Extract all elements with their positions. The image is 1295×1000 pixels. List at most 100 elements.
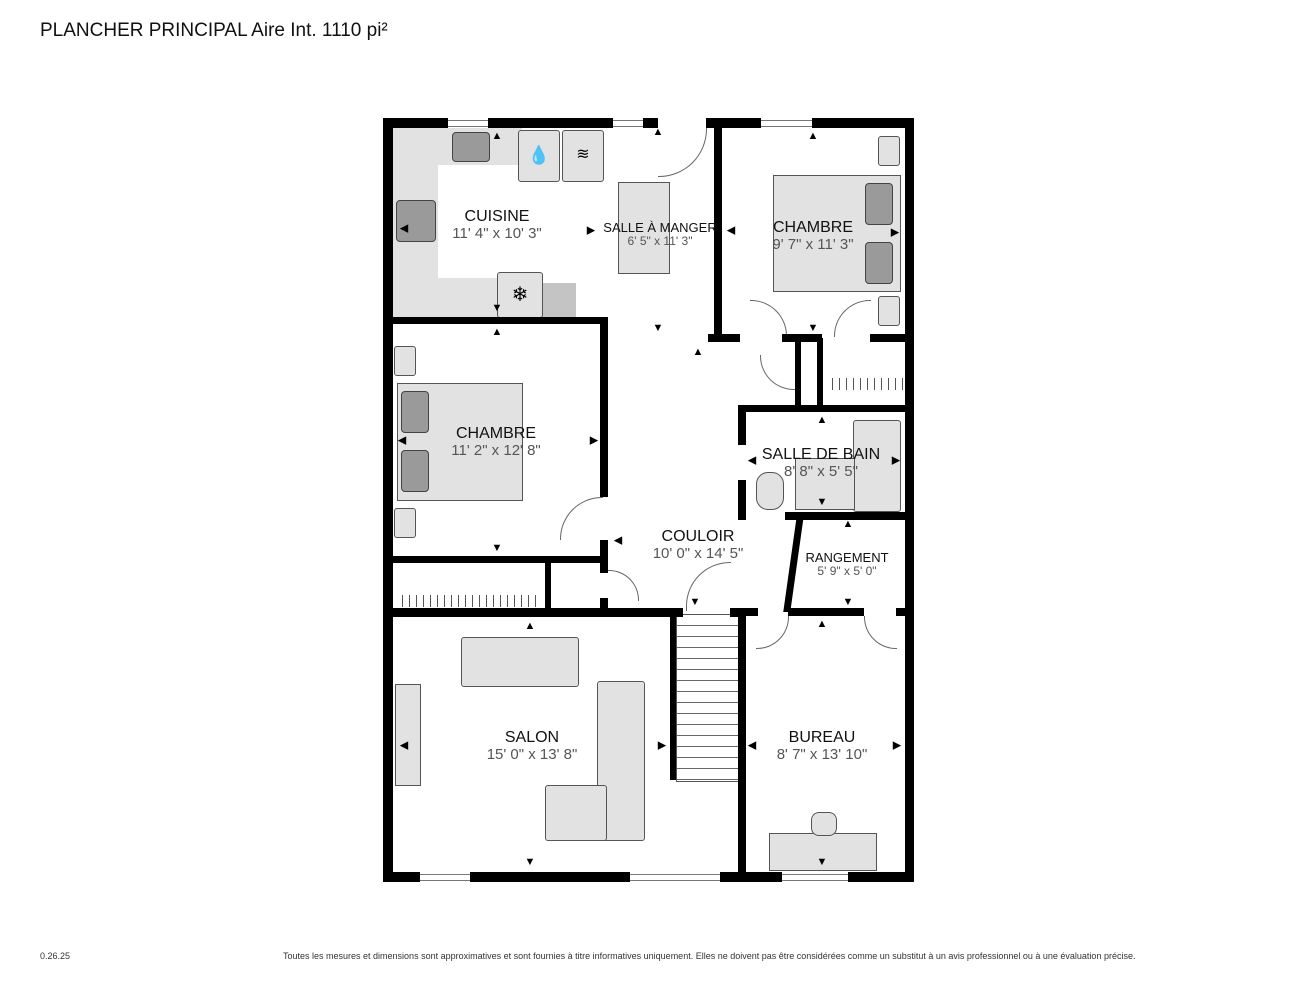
wall bbox=[600, 317, 608, 497]
wall bbox=[383, 118, 448, 128]
wall bbox=[488, 118, 613, 128]
office-chair-icon bbox=[811, 812, 837, 836]
dimension-arrow-icon: ▶ bbox=[891, 454, 901, 467]
dimension-arrow-icon: ▲ bbox=[652, 126, 664, 138]
door-swing[interactable] bbox=[760, 355, 795, 390]
wall bbox=[783, 516, 804, 612]
dining-table bbox=[618, 182, 670, 274]
dimension-arrow-icon: ◀ bbox=[747, 739, 757, 752]
fridge-icon: ❄ bbox=[497, 272, 543, 318]
door-swing[interactable] bbox=[750, 300, 787, 337]
wall bbox=[817, 338, 823, 410]
door-swing[interactable] bbox=[756, 616, 789, 649]
washer-icon: ≋ bbox=[562, 130, 604, 182]
wall bbox=[848, 872, 914, 882]
pillow bbox=[401, 450, 429, 492]
room-dims: 9' 7" x 11' 3" bbox=[772, 235, 854, 253]
room-dims: 6' 5" x 11' 3" bbox=[627, 234, 693, 249]
room-dims: 11' 2" x 12' 8" bbox=[451, 441, 541, 459]
room-name: COULOIR bbox=[661, 528, 735, 545]
wall bbox=[545, 563, 551, 613]
dimension-arrow-icon: ◀ bbox=[399, 739, 409, 752]
wall bbox=[600, 598, 608, 613]
room-name: SALLE À MANGER bbox=[603, 220, 717, 235]
dimension-arrow-icon: ▲ bbox=[807, 130, 819, 142]
dimension-arrow-icon: ▲ bbox=[491, 130, 503, 142]
kitchen-counter bbox=[540, 283, 576, 317]
dimension-arrow-icon: ▶ bbox=[890, 226, 900, 239]
wall bbox=[782, 334, 822, 342]
wall bbox=[670, 612, 676, 780]
window bbox=[613, 120, 643, 127]
wall bbox=[738, 480, 746, 520]
dimension-arrow-icon: ▲ bbox=[524, 620, 536, 632]
wall bbox=[812, 118, 914, 128]
door-swing[interactable] bbox=[560, 497, 603, 540]
wall bbox=[383, 872, 420, 882]
dimension-arrow-icon: ▼ bbox=[524, 856, 536, 868]
pillow bbox=[865, 183, 893, 225]
window bbox=[630, 874, 720, 881]
wall bbox=[788, 608, 864, 616]
wall bbox=[738, 608, 746, 872]
wall bbox=[708, 334, 740, 342]
wall bbox=[720, 872, 782, 882]
tv-stand-icon bbox=[395, 684, 421, 786]
room-dims: 11' 4" x 10' 3" bbox=[452, 224, 542, 242]
door-swing[interactable] bbox=[864, 616, 897, 649]
dimension-arrow-icon: ▶ bbox=[657, 739, 667, 752]
wall bbox=[470, 872, 630, 882]
wall bbox=[714, 118, 722, 338]
room-dims: 15' 0" x 13' 8" bbox=[486, 745, 578, 763]
wall bbox=[383, 608, 683, 617]
dimension-arrow-icon: ▼ bbox=[652, 322, 664, 334]
vanity-icon bbox=[795, 458, 855, 510]
door-swing[interactable] bbox=[658, 128, 707, 177]
pillow bbox=[401, 391, 429, 433]
room-name: RANGEMENT bbox=[805, 550, 889, 565]
sink-icon bbox=[452, 132, 490, 162]
wall bbox=[392, 317, 608, 324]
room-name: SALON bbox=[504, 729, 560, 746]
plan-title: PLANCHER PRINCIPAL Aire Int. 1110 pi² bbox=[40, 20, 388, 41]
sofa-icon bbox=[461, 637, 579, 687]
wall bbox=[706, 118, 761, 128]
door-swing[interactable] bbox=[834, 300, 871, 337]
dimension-arrow-icon: ▶ bbox=[589, 434, 599, 447]
window bbox=[448, 120, 488, 127]
disclaimer: Toutes les mesures et dimensions sont ap… bbox=[283, 951, 1136, 961]
wall bbox=[392, 556, 608, 563]
nightstand bbox=[878, 136, 900, 166]
room-dims: 5' 9" x 5' 0" bbox=[817, 564, 877, 579]
dimension-arrow-icon: ▲ bbox=[816, 414, 828, 426]
dimension-arrow-icon: ▼ bbox=[491, 542, 503, 554]
wall bbox=[738, 608, 758, 616]
toilet-icon bbox=[756, 472, 784, 510]
closet-rod bbox=[826, 378, 904, 390]
window bbox=[761, 120, 812, 127]
window bbox=[782, 874, 848, 881]
closet-rod bbox=[396, 595, 541, 607]
stove-icon bbox=[396, 200, 436, 242]
room-name: BUREAU bbox=[788, 729, 856, 746]
wall bbox=[383, 118, 393, 882]
nightstand bbox=[394, 508, 416, 538]
dimension-arrow-icon: ▲ bbox=[692, 346, 704, 358]
room-name: CHAMBRE bbox=[772, 219, 853, 236]
sofa-icon bbox=[545, 785, 607, 841]
door-swing[interactable] bbox=[608, 570, 639, 601]
nightstand bbox=[394, 346, 416, 376]
dimension-arrow-icon: ▲ bbox=[816, 618, 828, 630]
desk-icon bbox=[769, 833, 877, 871]
nightstand bbox=[878, 296, 900, 326]
dimension-arrow-icon: ◀ bbox=[726, 224, 736, 237]
room-name: SALLE DE BAIN bbox=[761, 446, 881, 463]
wall bbox=[905, 118, 914, 882]
wall bbox=[600, 540, 608, 560]
